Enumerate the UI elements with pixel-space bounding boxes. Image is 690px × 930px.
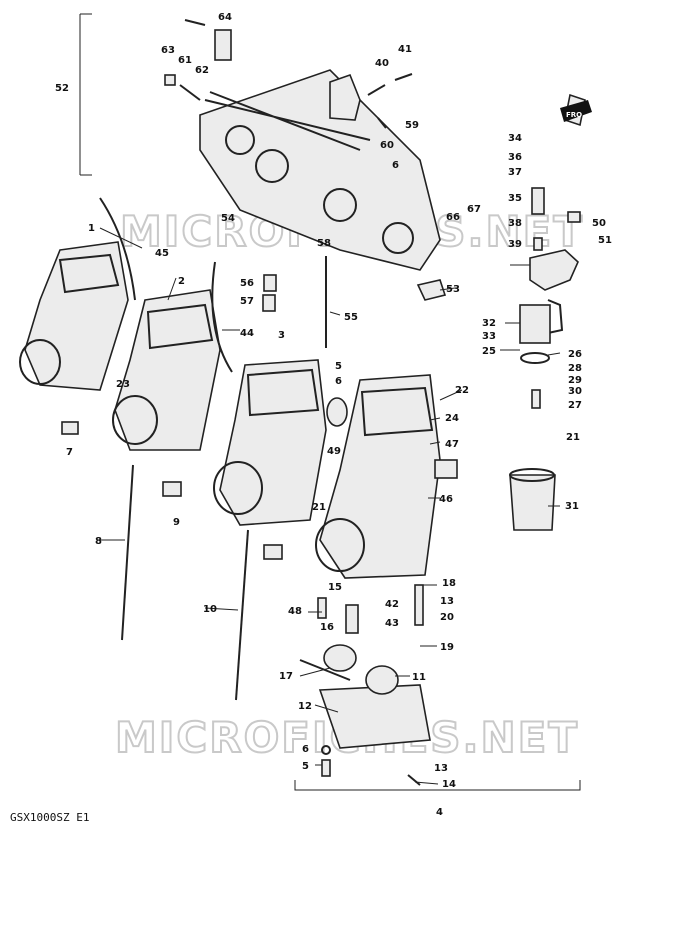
- part-label: 39: [508, 239, 522, 250]
- part-label: 54: [221, 213, 235, 224]
- part-label: 22: [455, 385, 469, 396]
- part-label: 58: [317, 238, 331, 249]
- hose-44: [211, 261, 233, 373]
- part-label: 2: [178, 276, 185, 287]
- part-label: 49: [327, 446, 341, 457]
- part-label: 53: [446, 284, 460, 295]
- part-label: 13: [434, 763, 448, 774]
- part-label: 6: [302, 744, 309, 755]
- part-label: 4: [436, 807, 443, 818]
- part-label: 55: [344, 312, 358, 323]
- hose-10: [235, 529, 249, 701]
- bracket-4: [294, 780, 581, 791]
- part-label: 19: [440, 642, 454, 653]
- part-label: 60: [380, 140, 394, 151]
- hose-pipe-50: [547, 299, 564, 334]
- part-label: 51: [598, 235, 612, 246]
- part-label: 16: [320, 622, 334, 633]
- part-label: 42: [385, 599, 399, 610]
- fro-mark: FRO: [566, 111, 582, 119]
- part-label: 59: [405, 120, 419, 131]
- part-label: 28: [568, 363, 582, 374]
- part-label: 43: [385, 618, 399, 629]
- part-label: 66: [446, 212, 460, 223]
- part-label: 8: [95, 536, 102, 547]
- part-label: 11: [412, 672, 426, 683]
- part-label: 45: [155, 248, 169, 259]
- carburetor-4: [315, 374, 441, 579]
- part-label: 44: [240, 328, 254, 339]
- part-labels: 64 63 61 62 52 40 41 59 60 6 34 36 37 35…: [55, 12, 612, 818]
- top-small-parts: [164, 19, 413, 129]
- part-label: 29: [568, 375, 582, 386]
- part-label: 48: [288, 606, 302, 617]
- part-label: 18: [442, 578, 456, 589]
- model-code: GSX1000SZ E1: [10, 811, 89, 824]
- part-label: 50: [592, 218, 606, 229]
- part-label: 17: [279, 671, 293, 682]
- part-label: 14: [442, 779, 456, 790]
- part-label: 40: [375, 58, 389, 69]
- part-label: 7: [66, 447, 73, 458]
- right-parts-column: [509, 93, 586, 531]
- hose-45: [99, 197, 136, 301]
- part-label: 62: [195, 65, 209, 76]
- part-label: 38: [508, 218, 522, 229]
- part-label: 27: [568, 400, 582, 411]
- part-label: 37: [508, 167, 522, 178]
- front-arrow-icon: FRO: [560, 100, 592, 122]
- part-label: 10: [203, 604, 217, 615]
- part-label: 5: [335, 361, 342, 372]
- part-label: 57: [240, 296, 254, 307]
- part-label: 1: [88, 223, 95, 234]
- part-label: 33: [482, 331, 496, 342]
- part-label: 3: [278, 330, 285, 341]
- part-label: 25: [482, 346, 496, 357]
- part-label: 31: [565, 501, 579, 512]
- part-label: 32: [482, 318, 496, 329]
- part-label: 21: [566, 432, 580, 443]
- part-label: 5: [302, 761, 309, 772]
- misc-small-parts: [61, 256, 458, 786]
- part-label: 63: [161, 45, 175, 56]
- part-label: 61: [178, 55, 192, 66]
- part-label: 26: [568, 349, 582, 360]
- part-label: 6: [335, 376, 342, 387]
- part-label: 64: [218, 12, 232, 23]
- part-label: 20: [440, 612, 454, 623]
- carburetor-3: [213, 359, 327, 526]
- part-label: 52: [55, 83, 69, 94]
- part-label: 6: [392, 160, 399, 171]
- part-label: 35: [508, 193, 522, 204]
- part-label: 15: [328, 582, 342, 593]
- part-label: 23: [116, 379, 130, 390]
- part-label: 47: [445, 439, 459, 450]
- part-label: 41: [398, 44, 412, 55]
- part-label: 30: [568, 386, 582, 397]
- part-label: 9: [173, 517, 180, 528]
- part-label: 13: [440, 596, 454, 607]
- part-label: 21: [312, 502, 326, 513]
- carburetor-1: [19, 241, 129, 391]
- carburetor-2: [112, 289, 221, 451]
- part-label: 12: [298, 701, 312, 712]
- leader-lines: [98, 227, 561, 785]
- part-label: 36: [508, 152, 522, 163]
- part-label: 24: [445, 413, 459, 424]
- hose-8: [121, 464, 134, 641]
- part-label: 46: [439, 494, 453, 505]
- float-chamber: [299, 644, 431, 749]
- part-label: 56: [240, 278, 254, 289]
- bracket-52: [79, 13, 92, 176]
- part-label: 34: [508, 133, 522, 144]
- part-label: 67: [467, 204, 481, 215]
